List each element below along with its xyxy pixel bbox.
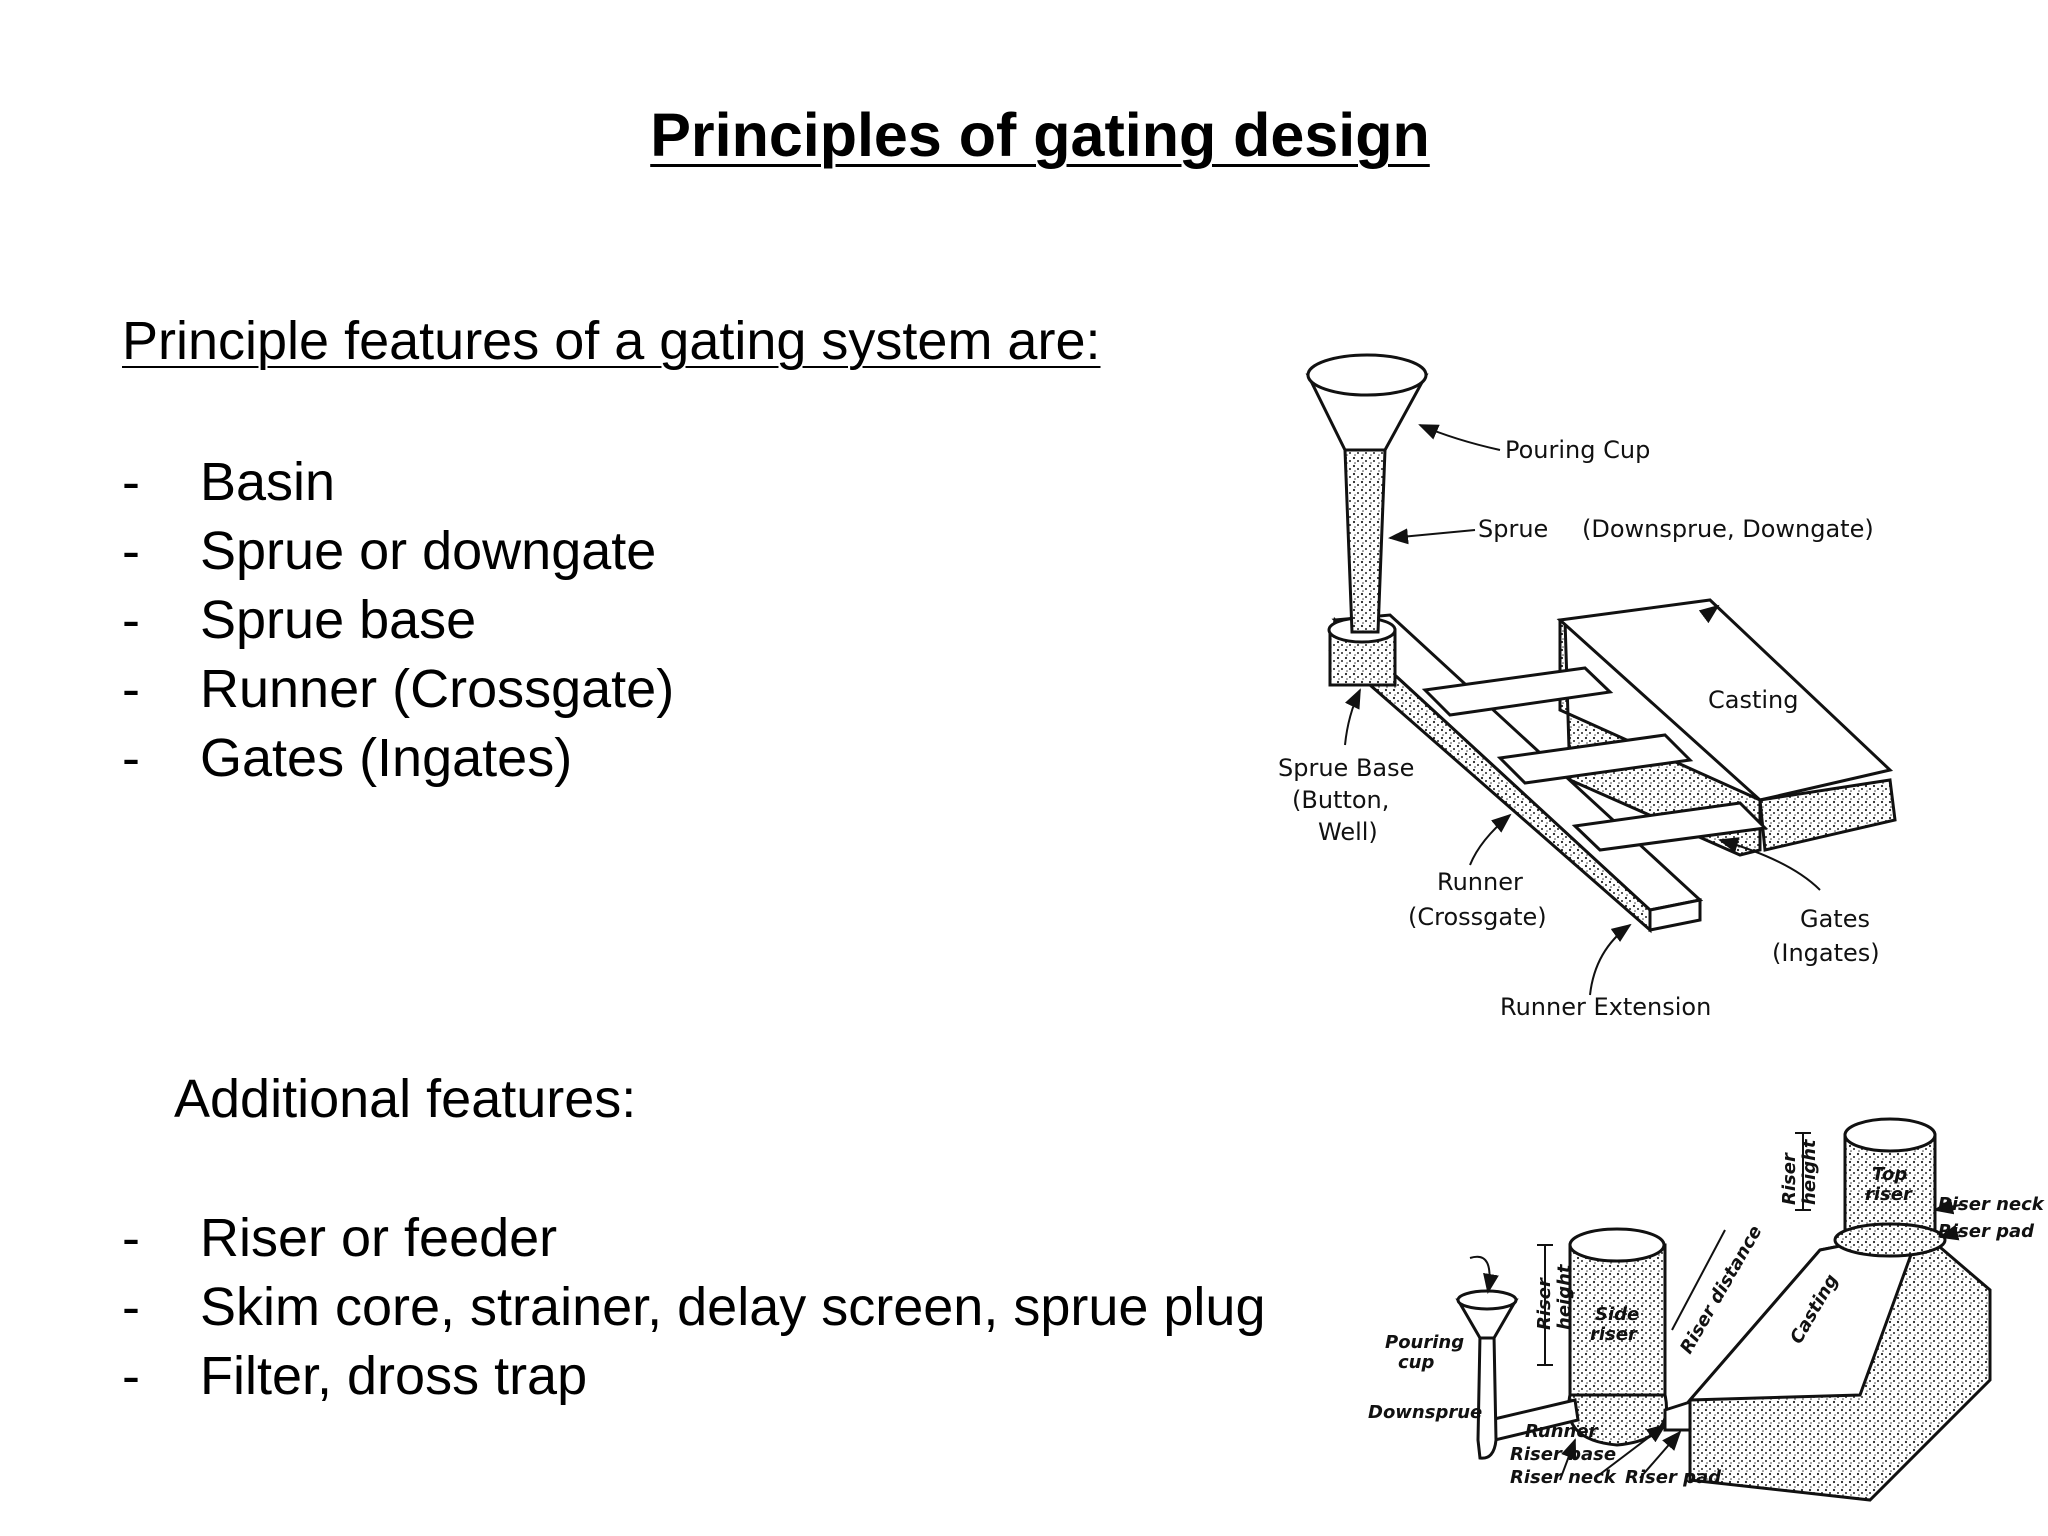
gates-alt-label: (Ingates) xyxy=(1772,939,1880,967)
runner-extension-end xyxy=(1648,898,1702,932)
list-dash: - xyxy=(122,728,140,788)
runner-label: Runner xyxy=(1437,868,1523,896)
riser-pad-label: Riser pad xyxy=(1938,1221,2035,1242)
casting-front xyxy=(1758,778,1897,852)
runner-alt-label: (Crossgate) xyxy=(1408,903,1547,931)
page-title: Principles of gating design xyxy=(650,101,1430,169)
list-item-text: Gates (Ingates) xyxy=(200,728,573,788)
riser-distance-line xyxy=(1671,1229,1726,1331)
riser-pad-bottom-leader xyxy=(1639,1430,1682,1479)
sprue-leader xyxy=(1388,528,1476,545)
runner-leader xyxy=(1469,813,1512,866)
sprue xyxy=(1343,448,1387,634)
runner-extension-label: Runner Extension xyxy=(1500,993,1711,1021)
list-item-text: Filter, dross trap xyxy=(200,1346,588,1406)
list-item: -Riser or feeder xyxy=(122,1204,1266,1273)
list-dash: - xyxy=(122,1277,140,1337)
side-riser-height-label-2: height xyxy=(1554,1263,1575,1330)
pouring-cup-leader xyxy=(1418,424,1501,451)
principle-features-list: -Basin -Sprue or downgate -Sprue base -R… xyxy=(122,448,674,793)
casting-leader xyxy=(1698,604,1720,624)
side-riser-height-label-1: Riser xyxy=(1534,1277,1555,1330)
riser-pad-leader xyxy=(1938,1224,1961,1241)
pour-arrow xyxy=(1469,1255,1499,1294)
top-riser-height-dimension xyxy=(1795,1132,1811,1211)
top-riser-height-label-1: Riser xyxy=(1779,1152,1800,1205)
side-riser-height-dimension xyxy=(1537,1244,1553,1366)
riser-neck xyxy=(1663,1399,1692,1432)
top-riser-height-label-2: height xyxy=(1799,1138,1820,1205)
side-riser-top xyxy=(1568,1227,1666,1263)
additional-features-list: -Riser or feeder -Skim core, strainer, d… xyxy=(122,1204,1266,1411)
top-riser-label-1: Top xyxy=(1872,1164,1907,1185)
top-riser-label-2: riser xyxy=(1865,1184,1913,1205)
list-item-text: Riser or feeder xyxy=(200,1208,558,1268)
sprue-base-alt-label-2: Well) xyxy=(1318,818,1378,846)
gate-1 xyxy=(1421,666,1614,717)
sprue-base-leader xyxy=(1344,688,1361,746)
downsprue xyxy=(1476,1333,1498,1460)
list-item: -Sprue or downgate xyxy=(122,517,674,586)
pouring-cup-rim xyxy=(1306,353,1428,397)
riser-neck-bottom-leader xyxy=(1594,1423,1667,1479)
sprue-base-label: Sprue Base xyxy=(1278,754,1414,782)
list-item-text: Skim core, strainer, delay screen, sprue… xyxy=(200,1277,1266,1337)
gating-system-diagram: Pouring Cup Sprue (Downsprue, Downgate) … xyxy=(1278,353,1897,1021)
principle-features-heading: Principle features of a gating system ar… xyxy=(122,311,1101,371)
sprue-alt-label: (Downsprue, Downgate) xyxy=(1582,515,1874,543)
list-dash: - xyxy=(122,1208,140,1268)
gate-3 xyxy=(1571,801,1769,852)
list-dash: - xyxy=(122,1346,140,1406)
gate-2 xyxy=(1496,733,1694,785)
list-item: -Gates (Ingates) xyxy=(122,724,674,793)
list-dash: - xyxy=(122,452,140,512)
riser-pad-bottom-label: Riser pad xyxy=(1625,1467,1722,1488)
runner-label-2: Runner xyxy=(1525,1421,1599,1442)
list-item: -Basin xyxy=(122,448,674,517)
casting-label: Casting xyxy=(1708,686,1799,714)
list-dash: - xyxy=(122,521,140,581)
runner-extension-leader xyxy=(1589,923,1632,996)
riser-neck-label: Riser neck xyxy=(1938,1194,2045,1215)
casting-side-shading xyxy=(1558,618,1762,857)
list-item: -Sprue base xyxy=(122,586,674,655)
riser-base-leader xyxy=(1559,1438,1577,1481)
sprue-label: Sprue xyxy=(1478,515,1548,543)
additional-features-heading: Additional features: xyxy=(174,1069,637,1129)
top-riser-pad xyxy=(1833,1222,1947,1258)
list-item-text: Sprue base xyxy=(200,590,477,650)
side-riser-label-1: Side xyxy=(1595,1304,1639,1325)
list-dash: - xyxy=(122,659,140,719)
downsprue-label: Downsprue xyxy=(1368,1402,1482,1423)
list-item: -Skim core, strainer, delay screen, spru… xyxy=(122,1273,1266,1342)
list-item-text: Basin xyxy=(200,452,336,512)
pouring-cup-small-rim xyxy=(1456,1289,1518,1311)
gates-leader xyxy=(1718,837,1821,891)
side-riser xyxy=(1568,1243,1667,1397)
riser-system-diagram: Riser height Riser height Top riser Rise… xyxy=(1368,1117,2045,1502)
casting-top xyxy=(1556,598,1894,802)
riser-base-label: Riser base xyxy=(1510,1444,1616,1465)
list-item-text: Sprue or downgate xyxy=(200,521,657,581)
top-riser-top xyxy=(1843,1117,1937,1153)
gates-label: Gates xyxy=(1800,905,1870,933)
list-item: -Runner (Crossgate) xyxy=(122,655,674,724)
riser-neck-leader xyxy=(1933,1198,1961,1215)
pouring-cup-label: Pouring Cup xyxy=(1505,436,1650,464)
list-item: -Filter, dross trap xyxy=(122,1342,1266,1411)
riser-neck-bottom-label: Riser neck xyxy=(1510,1467,1617,1488)
pouring-cup-label-2: cup xyxy=(1398,1352,1434,1373)
side-riser-label-2: riser xyxy=(1590,1324,1638,1345)
pouring-cup-label-1: Pouring xyxy=(1385,1332,1464,1353)
list-item-text: Runner (Crossgate) xyxy=(200,659,675,719)
sprue-base-alt-label-1: (Button, xyxy=(1292,786,1389,814)
list-dash: - xyxy=(122,590,140,650)
